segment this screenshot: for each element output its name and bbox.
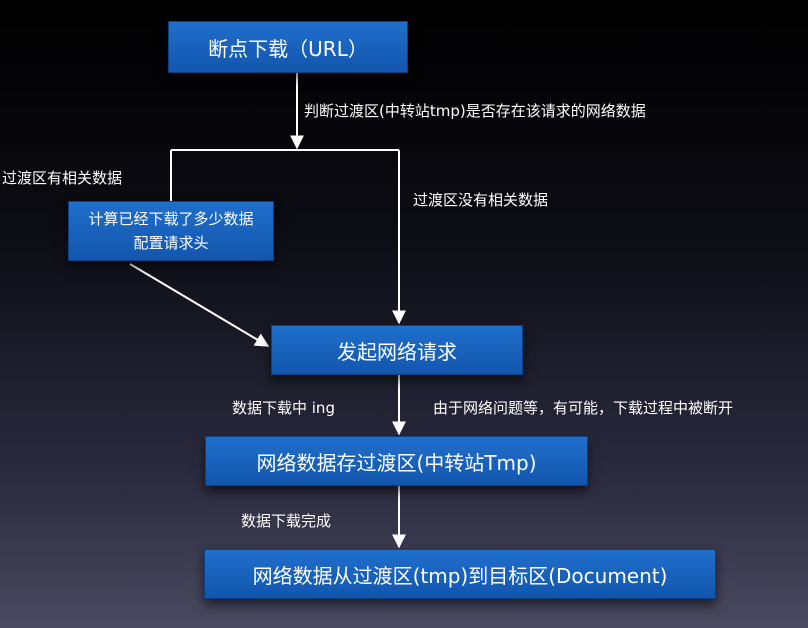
config-header-line: 配置请求头 xyxy=(133,234,209,252)
no-data-label: 过渡区没有相关数据 xyxy=(413,191,549,209)
arrow-calc-to-request xyxy=(129,263,270,347)
store-transit-box: 网络数据存过渡区(中转站Tmp) xyxy=(205,436,588,486)
has-data-label: 过渡区有相关数据 xyxy=(2,169,123,187)
move-target-box: 网络数据从过渡区(tmp)到目标区(Document) xyxy=(204,549,716,599)
send-request-text: 发起网络请求 xyxy=(337,339,457,364)
downloading-label: 数据下载中 ing xyxy=(232,399,335,417)
calc-downloaded-line: 计算已经下载了多少数据 xyxy=(88,210,254,228)
check-transit-label: 判断过渡区(中转站tmp)是否存在该请求的网络数据 xyxy=(304,102,646,120)
calc-downloaded-text: 计算已经下载了多少数据 配置请求头 xyxy=(88,207,253,255)
resume-download-text: 断点下载（URL） xyxy=(208,36,368,61)
download-done-label: 数据下载完成 xyxy=(241,512,332,530)
resume-download-box: 断点下载（URL） xyxy=(168,21,408,73)
may-interrupt-label: 由于网络问题等，有可能，下载过程中被断开 xyxy=(433,399,734,417)
send-request-box: 发起网络请求 xyxy=(271,325,523,375)
move-target-text: 网络数据从过渡区(tmp)到目标区(Document) xyxy=(252,563,668,588)
calc-downloaded-box: 计算已经下载了多少数据 配置请求头 xyxy=(68,201,274,261)
store-transit-text: 网络数据存过渡区(中转站Tmp) xyxy=(256,450,537,475)
